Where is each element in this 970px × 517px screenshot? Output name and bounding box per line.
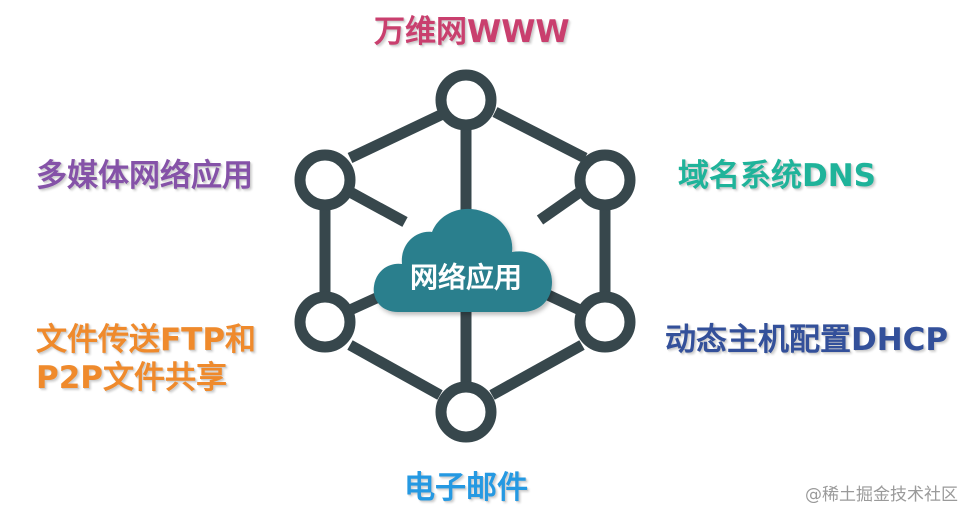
label-ftp-line: 文件传送FTP和: [36, 322, 257, 358]
edge-lower-right-bottom: [489, 340, 585, 400]
node-bottom: [435, 381, 497, 443]
node-upper-right: [574, 149, 636, 211]
cloud-icon: [373, 208, 552, 312]
node-upper-left: [294, 149, 356, 211]
center-label: 网络应用: [410, 261, 522, 294]
edge-lower-left-bottom: [347, 340, 443, 400]
network-nodes: [294, 69, 636, 443]
watermark-text: @稀土掘金技术社区: [805, 485, 958, 505]
node-lower-left: [294, 291, 356, 353]
edge-top-upper-left: [347, 107, 450, 163]
node-lower-right: [574, 291, 636, 353]
label-p2p-line: P2P文件共享: [36, 359, 228, 396]
edge-upper-right-center: [536, 187, 584, 225]
connection-lines: [319, 107, 611, 400]
edge-top-upper-right: [492, 107, 588, 163]
label-www: 万维网WWW: [374, 14, 570, 50]
edge-upper-left-center: [347, 187, 408, 227]
node-top: [435, 69, 497, 131]
label-email: 电子邮件: [404, 470, 528, 506]
label-dns: 域名系统DNS: [678, 158, 877, 194]
cloud-shape: [373, 208, 552, 312]
label-dhcp: 动态主机配置DHCP: [665, 322, 949, 358]
edge-lower-right-center: [545, 290, 583, 315]
label-multimedia: 多媒体网络应用: [36, 158, 253, 194]
label-ftp-p2p: 文件传送FTP和 P2P文件共享: [36, 322, 256, 398]
